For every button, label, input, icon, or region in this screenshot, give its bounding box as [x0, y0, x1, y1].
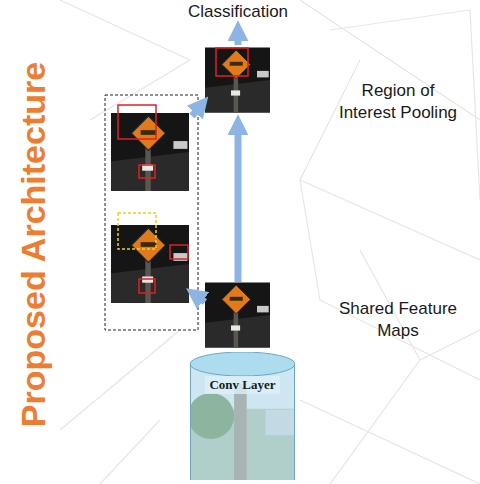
stage-label: Classification [168, 1, 308, 23]
arrows [192, 30, 238, 302]
conv-layer-cylinder: Conv Layer [190, 352, 295, 480]
background-web [60, 0, 480, 484]
cylinder-shape [190, 352, 295, 480]
classification-photo [205, 48, 270, 113]
feature-map-photo [205, 283, 270, 348]
stage-label: Region of Interest Pooling [333, 80, 463, 124]
node-text: Conv Layer [205, 376, 279, 394]
stage-label: Shared Feature Maps [328, 298, 468, 342]
vertical-title: Proposed Architecture [15, 61, 54, 426]
roi-pooling-group [105, 95, 198, 330]
